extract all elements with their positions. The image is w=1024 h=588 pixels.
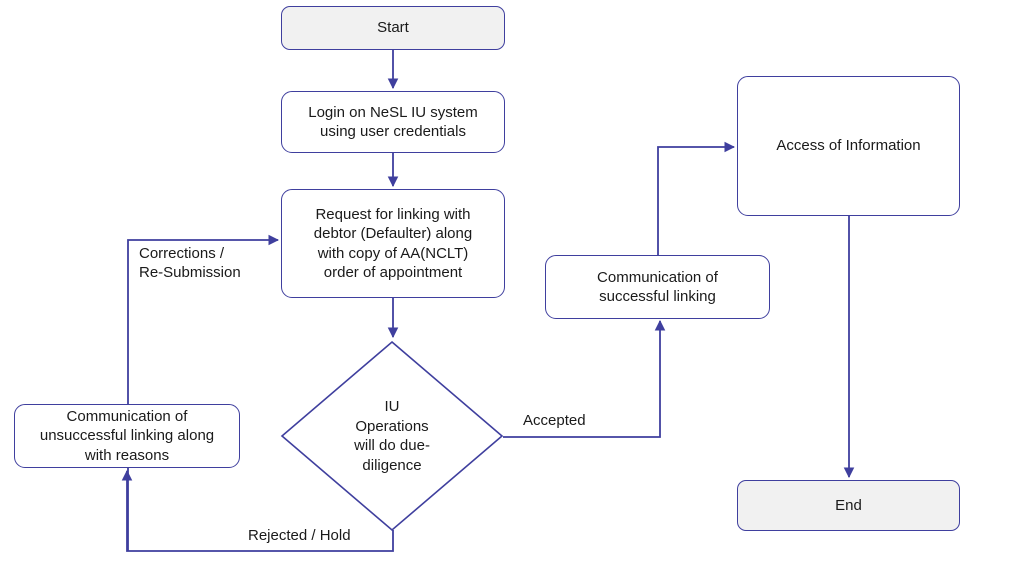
node-successful-communication-label: Communication of successful linking — [597, 268, 718, 305]
node-login-label: Login on NeSL IU system using user crede… — [308, 103, 478, 140]
node-decision-label: IU Operations will do due- diligence — [354, 398, 430, 474]
node-start[interactable]: Start — [281, 6, 505, 50]
node-end[interactable]: End — [737, 480, 960, 531]
edge-label-corrections: Corrections / Re-Submission — [139, 245, 241, 282]
edge-label-accepted: Accepted — [523, 412, 586, 429]
node-start-label: Start — [377, 19, 409, 37]
node-unsuccessful-communication[interactable]: Communication of unsuccessful linking al… — [14, 404, 240, 468]
edge-successful-to-access — [657, 141, 736, 255]
node-end-label: End — [835, 496, 862, 514]
edge-label-rejected: Rejected / Hold — [248, 527, 351, 544]
node-access-of-information-label: Access of Information — [776, 137, 921, 155]
edge-unsuccessful-to-request — [127, 234, 280, 551]
node-login[interactable]: Login on NeSL IU system using user crede… — [281, 91, 505, 153]
decision-diamond-shape — [280, 340, 504, 532]
node-request[interactable]: Request for linking with debtor (Default… — [281, 189, 505, 298]
node-access-of-information[interactable]: Access of Information — [737, 76, 960, 216]
node-decision[interactable]: IU Operations will do due- diligence — [280, 340, 504, 532]
node-unsuccessful-communication-label: Communication of unsuccessful linking al… — [39, 408, 215, 464]
node-successful-communication[interactable]: Communication of successful linking — [545, 255, 770, 319]
node-request-label: Request for linking with debtor (Default… — [313, 206, 473, 281]
